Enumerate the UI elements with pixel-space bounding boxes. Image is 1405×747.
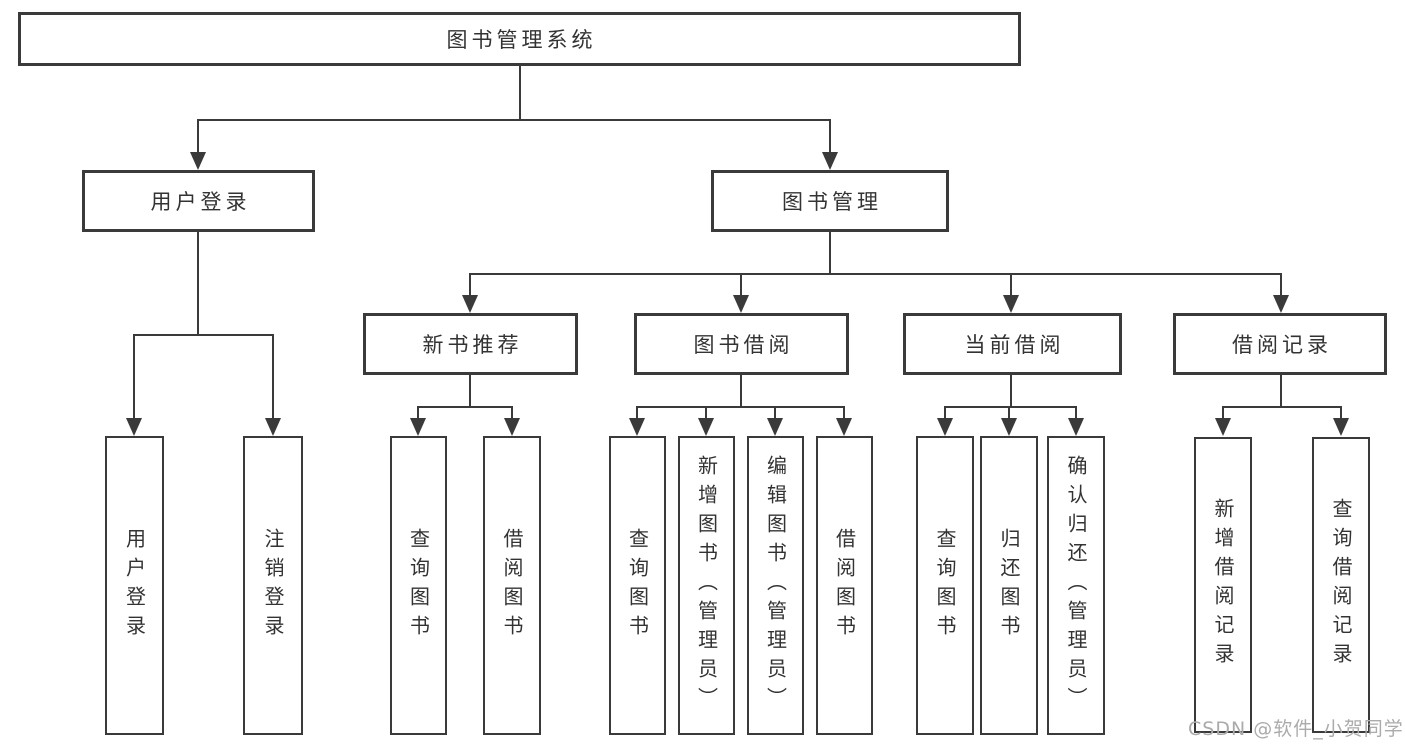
arrowhead-icon	[1003, 295, 1019, 313]
leaf-user-login-label: 用户登录	[122, 527, 147, 644]
connector-line	[469, 375, 471, 408]
arrowhead-icon	[937, 418, 953, 436]
connector-line	[1280, 375, 1282, 408]
connector-line	[944, 406, 946, 418]
connector-line	[636, 406, 845, 408]
connector-line	[1010, 375, 1012, 408]
arrowhead-icon	[836, 418, 852, 436]
connector-line	[197, 119, 199, 152]
leaf-logout-label: 注销登录	[261, 527, 285, 644]
connector-line	[197, 232, 199, 336]
leaf-add-book-admin: 新增图书（管理员）	[678, 436, 735, 735]
arrowhead-icon	[698, 418, 714, 436]
arrowhead-icon	[1273, 295, 1289, 313]
leaf-query-books-borrowing: 查询图书	[609, 436, 666, 735]
connector-line	[829, 119, 831, 152]
arrowhead-icon	[265, 418, 281, 436]
arrowhead-icon	[733, 295, 749, 313]
connector-line	[519, 66, 521, 121]
connector-line	[843, 406, 845, 418]
node-book-borrowing: 图书借阅	[634, 313, 849, 375]
arrowhead-icon	[462, 295, 478, 313]
arrowhead-icon	[1068, 418, 1084, 436]
connector-line	[1340, 406, 1342, 418]
leaf-query-borrow-record-label: 查询借阅记录	[1329, 498, 1353, 672]
arrowhead-icon	[1215, 418, 1231, 436]
arrowhead-icon	[190, 152, 206, 170]
connector-line	[1222, 406, 1342, 408]
node-book-management: 图书管理	[711, 170, 949, 232]
watermark: CSDN @软件_小贺同学	[1188, 718, 1404, 740]
leaf-query-books-recommend: 查询图书	[390, 436, 447, 735]
connector-line	[417, 406, 513, 408]
node-user-login: 用户登录	[82, 170, 315, 232]
arrowhead-icon	[410, 418, 426, 436]
connector-line	[469, 273, 471, 295]
arrowhead-icon	[504, 418, 520, 436]
connector-line	[774, 406, 776, 418]
leaf-borrow-books-borrowing: 借阅图书	[816, 436, 873, 735]
leaf-query-books-current-label: 查询图书	[933, 527, 957, 644]
leaf-query-books-recommend-label: 查询图书	[406, 527, 431, 644]
connector-line	[1222, 406, 1224, 418]
leaf-borrow-books-borrowing-label: 借阅图书	[832, 527, 857, 644]
leaf-logout: 注销登录	[243, 436, 303, 735]
leaf-add-borrow-record-label: 新增借阅记录	[1211, 498, 1235, 672]
connector-line	[417, 406, 419, 418]
leaf-edit-book-admin-label: 编辑图书（管理员）	[763, 455, 788, 716]
node-book-borrowing-label: 图书借阅	[693, 333, 794, 357]
leaf-edit-book-admin: 编辑图书（管理员）	[747, 436, 804, 735]
node-book-management-label: 图书管理	[782, 190, 882, 214]
node-borrowing-records: 借阅记录	[1173, 313, 1387, 375]
connector-line	[636, 406, 638, 418]
leaf-query-books-current: 查询图书	[916, 436, 974, 735]
arrowhead-icon	[1333, 418, 1349, 436]
leaf-query-books-borrowing-label: 查询图书	[625, 527, 650, 644]
connector-line	[829, 232, 831, 275]
connector-line	[1008, 406, 1010, 418]
node-current-borrowing: 当前借阅	[903, 313, 1122, 375]
connector-line	[133, 334, 135, 418]
node-new-book-recommendation: 新书推荐	[363, 313, 578, 375]
arrowhead-icon	[822, 152, 838, 170]
node-library-system-label: 图书管理系统	[446, 28, 597, 52]
connector-line	[1280, 273, 1282, 295]
arrowhead-icon	[1001, 418, 1017, 436]
arrowhead-icon	[126, 418, 142, 436]
leaf-borrow-books-recommend: 借阅图书	[483, 436, 541, 735]
connector-line	[133, 334, 274, 336]
leaf-return-books: 归还图书	[980, 436, 1038, 735]
leaf-confirm-return-admin: 确认归还（管理员）	[1047, 436, 1105, 735]
connector-line	[705, 406, 707, 418]
connector-line	[469, 273, 1282, 275]
leaf-add-book-admin-label: 新增图书（管理员）	[694, 455, 719, 716]
leaf-return-books-label: 归还图书	[997, 527, 1021, 644]
node-borrowing-records-label: 借阅记录	[1232, 333, 1332, 357]
connector-line	[511, 406, 513, 418]
connector-line	[740, 375, 742, 408]
connector-line	[1010, 273, 1012, 295]
node-new-book-recommendation-label: 新书推荐	[422, 333, 523, 357]
arrowhead-icon	[767, 418, 783, 436]
connector-line	[944, 406, 1077, 408]
leaf-user-login: 用户登录	[105, 436, 164, 735]
node-current-borrowing-label: 当前借阅	[964, 333, 1065, 357]
connector-line	[740, 273, 742, 295]
connector-line	[197, 119, 831, 121]
leaf-add-borrow-record: 新增借阅记录	[1194, 437, 1252, 733]
arrowhead-icon	[629, 418, 645, 436]
leaf-confirm-return-admin-label: 确认归还（管理员）	[1064, 455, 1088, 716]
leaf-borrow-books-recommend-label: 借阅图书	[500, 527, 524, 644]
connector-line	[272, 334, 274, 418]
connector-line	[1075, 406, 1077, 418]
node-library-system: 图书管理系统	[18, 12, 1021, 66]
leaf-query-borrow-record: 查询借阅记录	[1312, 437, 1370, 733]
node-user-login-label: 用户登录	[150, 190, 251, 214]
